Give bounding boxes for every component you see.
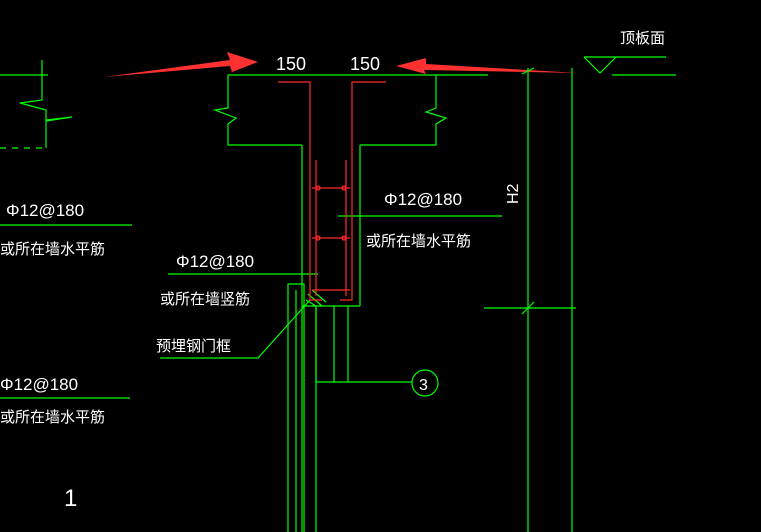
dim-h2: H2 [505,183,522,204]
horiz-right-label: 或所在墙水平筋 [366,232,471,250]
vert-mid-label: 或所在墙竖筋 [160,290,250,308]
corner-number: 1 [64,485,77,512]
arrow-left-icon [104,52,258,77]
rebar-left-top-label: Φ12@180 [6,201,84,220]
slab-top-label: 顶板面 [620,29,665,47]
rebar-right-label: Φ12@180 [384,190,462,209]
rebar-mid-label: Φ12@180 [176,252,254,271]
horiz-left-top-label: 或所在墙水平筋 [0,240,105,258]
embed-frame-label: 预埋钢门框 [156,337,231,355]
dim-left-150: 150 [276,54,306,74]
structure-lines [0,56,676,532]
detail-number: 3 [419,377,428,394]
rebar-left-bottom-label: Φ12@180 [0,375,78,394]
annotation-arrows [104,52,578,77]
horiz-left-bottom-label: 或所在墙水平筋 [0,408,105,426]
arrow-right-icon [396,58,578,74]
detail-marker-circle [411,369,439,397]
rebar-lines [278,81,386,301]
dim-right-150: 150 [350,54,380,74]
